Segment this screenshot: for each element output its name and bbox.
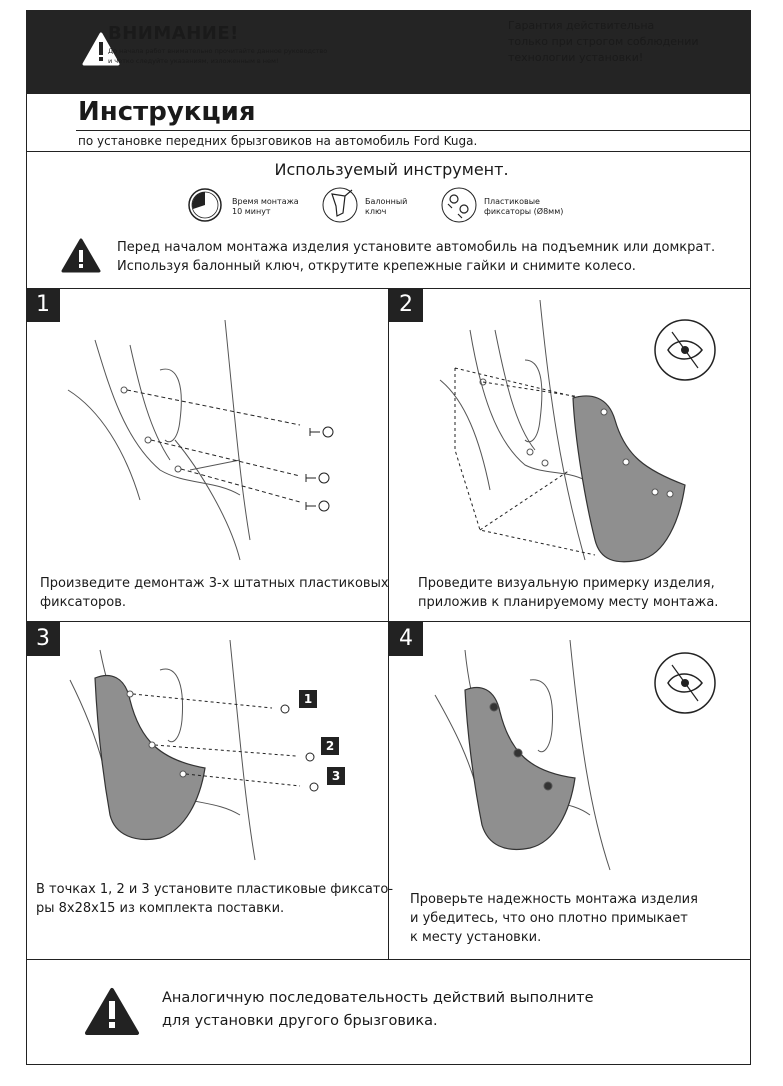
step2-caption: Проведите визуальную примерку изделия, п…	[418, 574, 718, 612]
tools-heading: Используемый инструмент.	[274, 160, 509, 179]
page-title: Инструкция	[78, 97, 256, 127]
final-warning-icon	[85, 988, 139, 1035]
tool-label-line: Пластиковые	[484, 197, 540, 206]
step-number: 1	[26, 288, 60, 322]
warning-note-line: и четко следуйте указаниям, изложенным в…	[108, 57, 279, 65]
step4-illustration	[434, 639, 611, 871]
step3-illustration	[69, 639, 319, 861]
guarantee-line: технологии установки!	[508, 51, 644, 64]
caution-line: Перед началом монтажа изделия установите…	[117, 240, 716, 255]
tool-label-fasteners: Пластиковые фиксаторы (Ø8мм)	[484, 197, 563, 217]
caption-line: ры 8х28х15 из комплекта поставки.	[36, 901, 285, 916]
tool-label-time: Время монтажа 10 минут	[232, 197, 299, 217]
warning-note-line: До начала работ внимательно прочитайте д…	[108, 47, 328, 55]
marker-badge: 2	[321, 737, 339, 755]
tool-label-line: ключ	[365, 207, 387, 216]
grid-line	[388, 288, 390, 959]
fastener-icon	[441, 187, 477, 223]
caption-line: В точках 1, 2 и 3 установите пластиковые…	[36, 882, 394, 897]
caption-line: к месту установки.	[410, 930, 542, 945]
caution-line: Используя балонный ключ, открутите крепе…	[117, 259, 636, 274]
marker-badge: 3	[327, 767, 345, 785]
final-note-line: Аналогичную последовательность действий …	[162, 990, 594, 1006]
caption-line: Проведите визуальную примерку изделия,	[418, 576, 715, 591]
step2-illustration	[439, 299, 686, 563]
page-subtitle: по установке передних брызговиков на авт…	[78, 134, 478, 148]
inspect-eye-icon	[654, 319, 716, 381]
warning-icon	[82, 32, 120, 66]
tool-label-line: фиксаторы (Ø8мм)	[484, 207, 564, 216]
tool-label-line: 10 минут	[232, 207, 271, 216]
title-rule	[76, 130, 751, 132]
tool-label-wrench: Балонный ключ	[365, 197, 407, 217]
step-number: 2	[389, 288, 423, 322]
wrench-icon	[322, 187, 358, 223]
guarantee-line: Гарантия действительна	[508, 19, 655, 32]
guarantee-line: только при строгом соблюдении	[508, 35, 699, 48]
step1-illustration	[67, 319, 334, 561]
clock-icon	[188, 188, 222, 222]
guarantee-note: Гарантия действительна только при строго…	[508, 18, 718, 66]
final-note: Аналогичную последовательность действий …	[162, 987, 594, 1033]
grid-line	[26, 959, 751, 961]
step3-caption: В точках 1, 2 и 3 установите пластиковые…	[36, 880, 393, 918]
warning-title: ВНИМАНИЕ!	[108, 23, 239, 44]
caption-line: приложив к планируемому месту монтажа.	[418, 595, 719, 610]
section-divider	[26, 151, 751, 153]
caption-line: Проверьте надежность монтажа изделия	[410, 892, 698, 907]
warning-note: До начала работ внимательно прочитайте д…	[108, 46, 338, 66]
step-number: 3	[26, 622, 60, 656]
caption-line: фиксаторов.	[40, 595, 127, 610]
tool-label-line: Время монтажа	[232, 197, 299, 206]
warning-header	[26, 10, 751, 94]
tool-label-line: Балонный	[365, 197, 408, 206]
inspect-eye-icon-2	[654, 652, 716, 714]
caption-line: и убедитесь, что оно плотно примыкает	[410, 911, 688, 926]
step4-caption: Проверьте надежность монтажа изделия и у…	[410, 890, 698, 947]
caution-text: Перед началом монтажа изделия установите…	[117, 238, 715, 276]
final-note-line: для установки другого брызговика.	[162, 1013, 438, 1029]
step1-caption: Произведите демонтаж 3-х штатных пластик…	[40, 574, 389, 612]
caption-line: Произведите демонтаж 3-х штатных пластик…	[40, 576, 389, 591]
caution-icon	[61, 238, 101, 273]
marker-badge: 1	[299, 690, 317, 708]
step-number: 4	[389, 622, 423, 656]
